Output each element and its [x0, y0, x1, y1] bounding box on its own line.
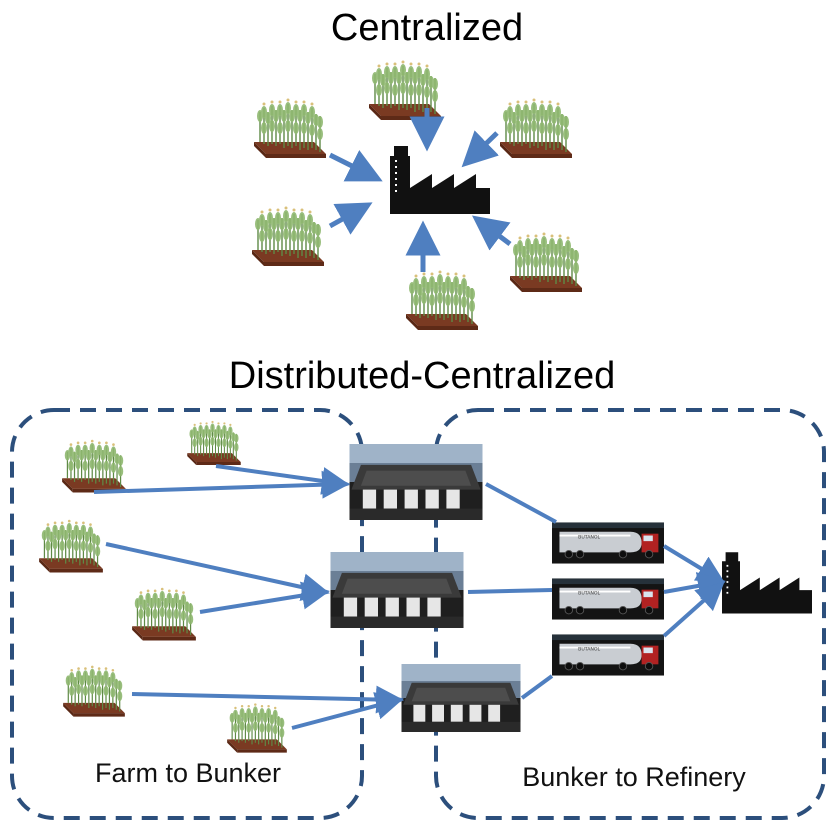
crop-field-icon [506, 226, 586, 296]
crop-field-icon [183, 416, 245, 468]
farm-to-bunker-label: Farm to Bunker [95, 758, 281, 788]
flow-arrow [663, 572, 726, 600]
tanker-trucks [552, 522, 664, 676]
crop-field-icon [223, 698, 291, 756]
flow-arrow [215, 464, 350, 495]
flow-arrow [131, 685, 404, 714]
centralized-title: Centralized [331, 7, 523, 49]
flow-arrow [485, 482, 557, 524]
centralized-arrows [328, 108, 512, 272]
crop-field-icon [59, 660, 129, 720]
flow-arrow [520, 674, 554, 700]
crop-field-icon [58, 434, 130, 496]
tanker-truck-icon [552, 578, 664, 620]
crop-field-icon [248, 200, 328, 270]
distributed-arrows [93, 464, 726, 730]
distributed-farms [34, 416, 291, 756]
bunker-icon [349, 444, 483, 520]
bunker-icon [401, 664, 521, 732]
tanker-truck-icon [552, 634, 664, 676]
crop-field-icon [402, 264, 482, 334]
crop-field-icon [496, 92, 576, 162]
farm-to-bunker-region [10, 408, 364, 820]
flow-arrow [461, 130, 499, 168]
tanker-truck-icon [552, 522, 664, 564]
flow-arrow [662, 544, 726, 584]
factory-icon [722, 552, 812, 614]
flow-arrow [105, 542, 330, 601]
distributed-centralized-title: Distributed-Centralized [229, 355, 616, 397]
crop-field-icon [127, 582, 201, 644]
flow-arrow [291, 692, 404, 730]
bunker-icon [330, 552, 464, 628]
bunker-to-refinery-label: Bunker to Refinery [522, 762, 746, 792]
flow-arrow [199, 581, 330, 614]
crop-field-icon [34, 514, 108, 576]
crop-field-icon [250, 92, 330, 162]
flow-arrow [467, 588, 553, 594]
flow-arrow [662, 582, 725, 638]
flow-arrow [472, 215, 512, 251]
flow-arrow [93, 470, 350, 499]
flow-arrow [328, 150, 383, 182]
flow-arrow [328, 202, 373, 235]
bunker-to-refinery-region [434, 408, 826, 820]
crop-field-icon [365, 54, 445, 124]
